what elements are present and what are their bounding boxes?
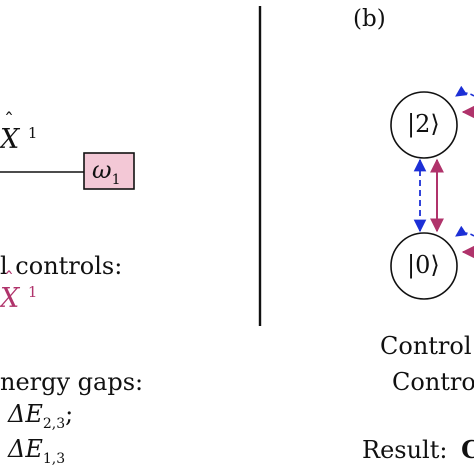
frequency-box: [83, 152, 135, 190]
frequency-sub: 1: [111, 171, 121, 188]
state-circle-0: [390, 232, 458, 300]
controls-operator: ˆ X 1: [0, 269, 38, 314]
frequency-label: ω1: [92, 158, 121, 187]
control-line-2: Contro: [392, 368, 474, 396]
panel-b-label: (b): [353, 6, 386, 32]
result-text: Result:: [362, 436, 448, 464]
operator-label: ˆ X 1: [0, 110, 38, 155]
operator-hat: ˆ: [4, 108, 14, 132]
controls-operator-hat: ˆ: [4, 267, 14, 291]
ket-0: |0⟩: [407, 251, 440, 279]
result-cut: C: [461, 435, 474, 464]
offscreen-arrow-blue-bottom: [455, 225, 474, 237]
gap-1-sub: 2,3: [42, 415, 66, 432]
energy-gaps-line: nergy gaps:: [0, 368, 144, 396]
gap-2: ΔE1,3: [8, 437, 65, 466]
control-line-1: Control: [380, 332, 472, 360]
gap-1-prefix: ΔE: [8, 400, 43, 428]
state-circle-2: [390, 91, 458, 159]
controls-operator-sup: 1: [27, 283, 38, 301]
offscreen-arrow-blue-top: [455, 85, 474, 97]
operator-letter: X: [0, 124, 20, 155]
gap-2-prefix: ΔE: [8, 435, 43, 463]
result-label: Result: C: [362, 435, 474, 464]
frequency-symbol: ω: [92, 156, 112, 184]
controls-line: l controls:: [0, 252, 123, 280]
gap-1-suffix: ;: [65, 400, 74, 428]
operator-sup: 1: [27, 124, 38, 142]
gap-1: ΔE2,3;: [8, 402, 73, 431]
gap-2-sub: 1,3: [42, 450, 66, 467]
ket-2: |2⟩: [407, 110, 440, 138]
controls-operator-letter: X: [0, 283, 20, 314]
